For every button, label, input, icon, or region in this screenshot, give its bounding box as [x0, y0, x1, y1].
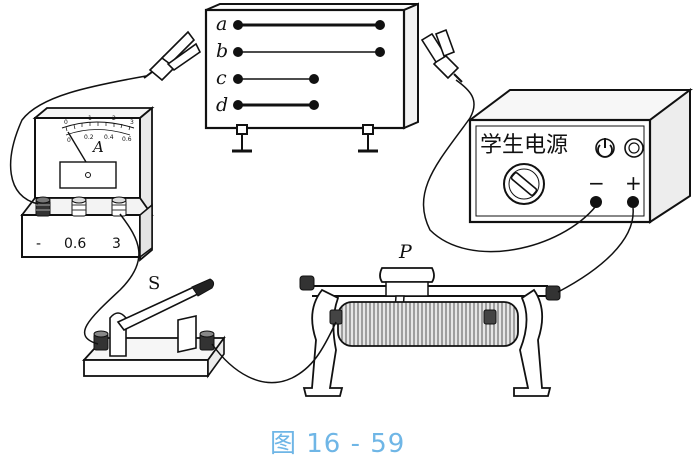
- pos-terminal-label: +: [625, 171, 642, 195]
- ammeter: 0 1 2 3 0 0.2 0.4 0.6 A: [20, 106, 155, 262]
- wire-b: b: [216, 40, 385, 62]
- power-supply-title: 学生电源: [480, 133, 568, 158]
- power-supply: 学生电源 − +: [467, 88, 693, 224]
- wire-d: d: [216, 94, 319, 116]
- ammeter-unit: A: [91, 138, 104, 156]
- scale-label: 0.2: [84, 134, 94, 141]
- sliding-rheostat: P: [299, 241, 561, 397]
- wire-c: c: [216, 67, 319, 89]
- scale-label: 3: [130, 119, 134, 126]
- alligator-clip-left[interactable]: [143, 30, 202, 82]
- scale-label: 0: [64, 119, 68, 126]
- rheostat-terminal-right[interactable]: [545, 285, 561, 301]
- terminal-label-neg: -: [36, 236, 41, 252]
- power-terminal-neg[interactable]: [590, 196, 602, 208]
- switch-terminal-right[interactable]: [199, 330, 215, 351]
- wire-label-b: b: [216, 40, 228, 62]
- ammeter-scale: 0 1 2 3 0 0.2 0.4 0.6: [61, 115, 135, 144]
- rheostat-terminal-coil-right[interactable]: [483, 309, 497, 325]
- rheostat-terminal-coil-left[interactable]: [329, 309, 343, 325]
- neg-terminal-label: −: [588, 171, 605, 195]
- alligator-clip-right[interactable]: [420, 28, 463, 83]
- wire-board: a b c d: [204, 2, 419, 153]
- wire-label-c: c: [216, 67, 227, 89]
- indicator-light: [624, 138, 644, 158]
- terminal-label-0-6: 0.6: [64, 236, 86, 252]
- scale-label: 0: [67, 137, 71, 144]
- rheostat-terminal-left[interactable]: [299, 275, 315, 291]
- voltage-knob[interactable]: [503, 163, 545, 205]
- terminal-label-3: 3: [112, 236, 121, 252]
- knife-switch[interactable]: S: [81, 273, 226, 379]
- scale-label: 0.4: [104, 134, 114, 141]
- wire-a: a: [216, 13, 385, 35]
- ammeter-terminal-0-6[interactable]: [71, 196, 87, 217]
- ammeter-terminal-3[interactable]: [111, 196, 127, 217]
- ammeter-terminal-neg[interactable]: [35, 196, 51, 217]
- scale-label: 2: [112, 115, 116, 122]
- switch-label: S: [148, 273, 160, 294]
- scale-label: 0.6: [122, 136, 132, 143]
- wire-label-d: d: [216, 94, 228, 116]
- switch-terminal-left[interactable]: [93, 330, 109, 351]
- wire-label-a: a: [216, 13, 227, 35]
- board-feet: [232, 124, 378, 153]
- scale-label: 1: [88, 115, 92, 122]
- slider-label: P: [398, 241, 413, 263]
- connecting-wires: [10, 75, 634, 384]
- power-terminal-pos[interactable]: [627, 196, 639, 208]
- ammeter-needle: [67, 131, 87, 163]
- power-icon[interactable]: [595, 138, 615, 158]
- figure-caption: 图 16 - 59: [270, 429, 405, 459]
